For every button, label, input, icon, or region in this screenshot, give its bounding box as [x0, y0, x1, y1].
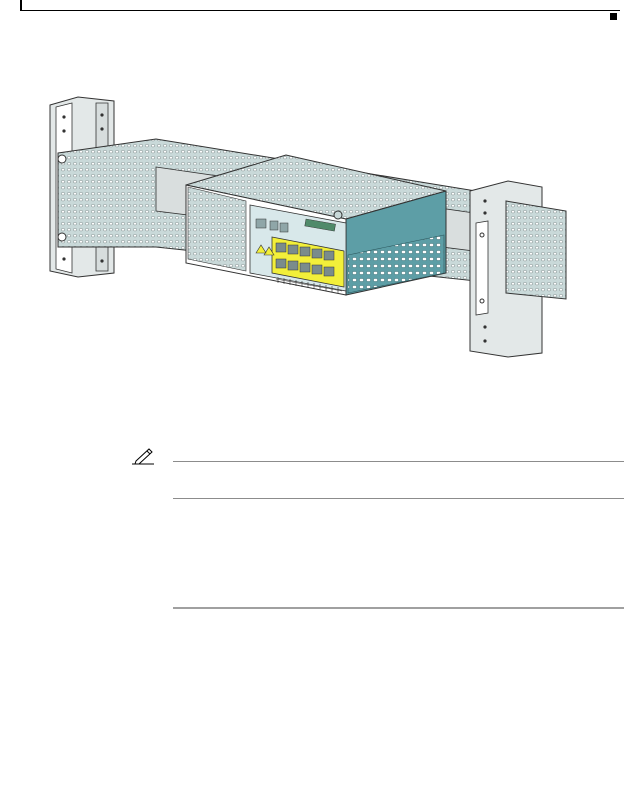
industrial-switch: [185, 154, 447, 296]
margin-bar: [20, 0, 22, 11]
section-end-rule: [173, 607, 624, 609]
pencil-note-icon: [132, 448, 154, 465]
header-end-marker: [610, 13, 617, 20]
header-rule: [20, 10, 620, 11]
note-top-rule: [173, 461, 624, 462]
note-bottom-rule: [173, 498, 624, 499]
bracket-end: [505, 200, 567, 300]
switch-mounted-in-rack-illustration: [49, 96, 567, 358]
